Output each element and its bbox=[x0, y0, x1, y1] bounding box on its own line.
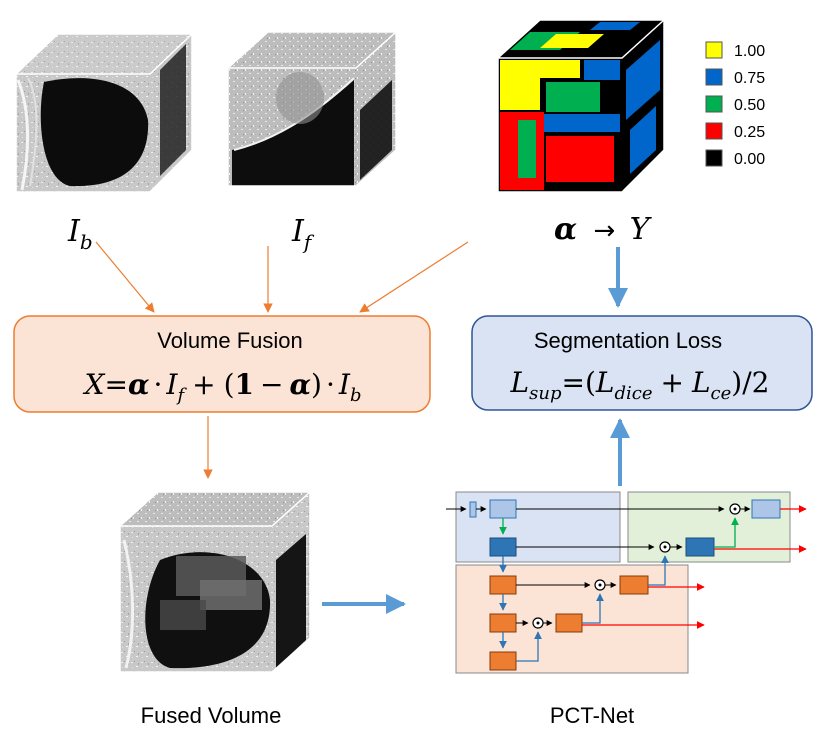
fused-volume-label: Fused Volume bbox=[141, 703, 282, 728]
legend-swatch bbox=[705, 95, 723, 113]
pct-net-diagram bbox=[446, 491, 807, 674]
net-block-dark-2 bbox=[685, 537, 715, 557]
loss-formula: Lsup=(Ldice+Lce)/2 bbox=[510, 366, 770, 404]
legend-swatch bbox=[705, 149, 723, 167]
fused-volume-cube bbox=[119, 491, 311, 673]
net-block-orange-1 bbox=[489, 575, 517, 595]
arrow-ib-to-fusion bbox=[95, 241, 155, 313]
net-block-orange-4 bbox=[555, 613, 583, 633]
legend-label: 0.75 bbox=[734, 70, 765, 87]
volume-fusion-box: Volume Fusion X=α·If+(1−α)·Ib bbox=[13, 315, 431, 413]
fusion-formula: X=α·If+(1−α)·Ib bbox=[83, 368, 362, 406]
legend-label: 0.50 bbox=[734, 97, 765, 114]
legend-label: 1.00 bbox=[734, 43, 765, 60]
ct-volume-ib bbox=[15, 33, 193, 193]
net-block-orange-3 bbox=[489, 613, 517, 633]
label-alpha-to-y: α → Y bbox=[554, 212, 653, 247]
net-input-block bbox=[469, 501, 477, 518]
legend-swatch bbox=[705, 41, 723, 59]
net-blue-panel bbox=[455, 491, 621, 563]
segmentation-loss-box: Segmentation Loss Lsup=(Ldice+Lce)/2 bbox=[471, 315, 813, 411]
legend-swatch bbox=[705, 122, 723, 140]
legend-label: 0.00 bbox=[734, 151, 765, 168]
label-if: If bbox=[291, 214, 315, 254]
loss-title: Segmentation Loss bbox=[534, 328, 722, 353]
alpha-legend: 1.00 0.75 0.50 0.25 0.00 bbox=[705, 41, 765, 168]
net-block-orange-5 bbox=[489, 651, 517, 671]
net-block-dark-1 bbox=[489, 537, 517, 557]
legend-label: 0.25 bbox=[734, 124, 765, 141]
pct-net-label: PCT-Net bbox=[550, 703, 634, 728]
label-ib: Ib bbox=[67, 214, 93, 254]
fusion-title: Volume Fusion bbox=[157, 328, 303, 353]
ct-volume-if bbox=[227, 31, 397, 187]
net-block-light-2 bbox=[751, 499, 781, 519]
net-block-light-1 bbox=[489, 499, 517, 519]
net-block-orange-2 bbox=[619, 575, 649, 595]
arrow-alpha-to-fusion bbox=[359, 241, 469, 313]
alpha-cube bbox=[497, 19, 665, 193]
legend-swatch bbox=[705, 68, 723, 86]
